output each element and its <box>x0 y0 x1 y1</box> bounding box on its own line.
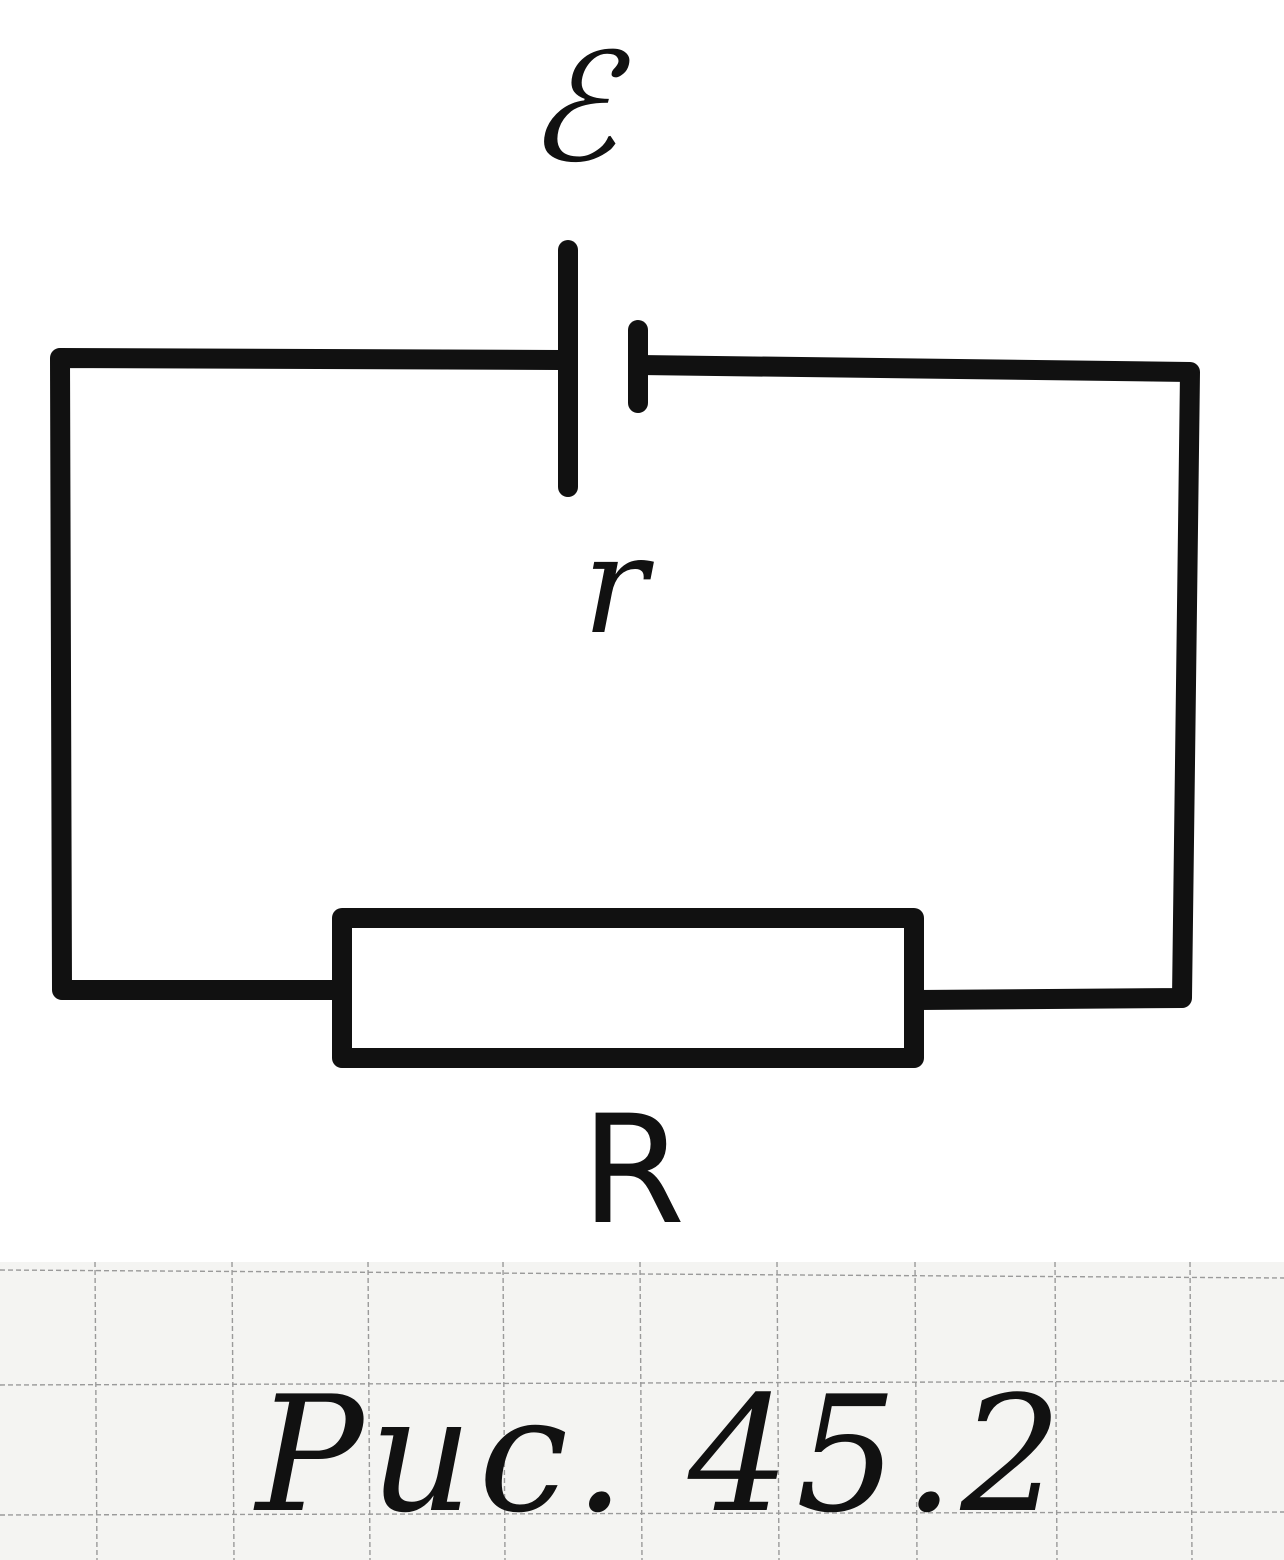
resistor-label: R <box>581 1084 685 1258</box>
figure-caption: Рис. 45.2 <box>253 1361 1068 1548</box>
internal-resistance-label: r <box>583 507 655 664</box>
resistor <box>332 908 924 1068</box>
circuit-wires <box>50 348 1200 1010</box>
right-wire <box>630 355 1200 1010</box>
graph-paper <box>0 1261 1284 1560</box>
left-wire <box>50 348 570 1000</box>
emf-label: ℰ <box>527 22 631 196</box>
battery <box>558 240 648 497</box>
